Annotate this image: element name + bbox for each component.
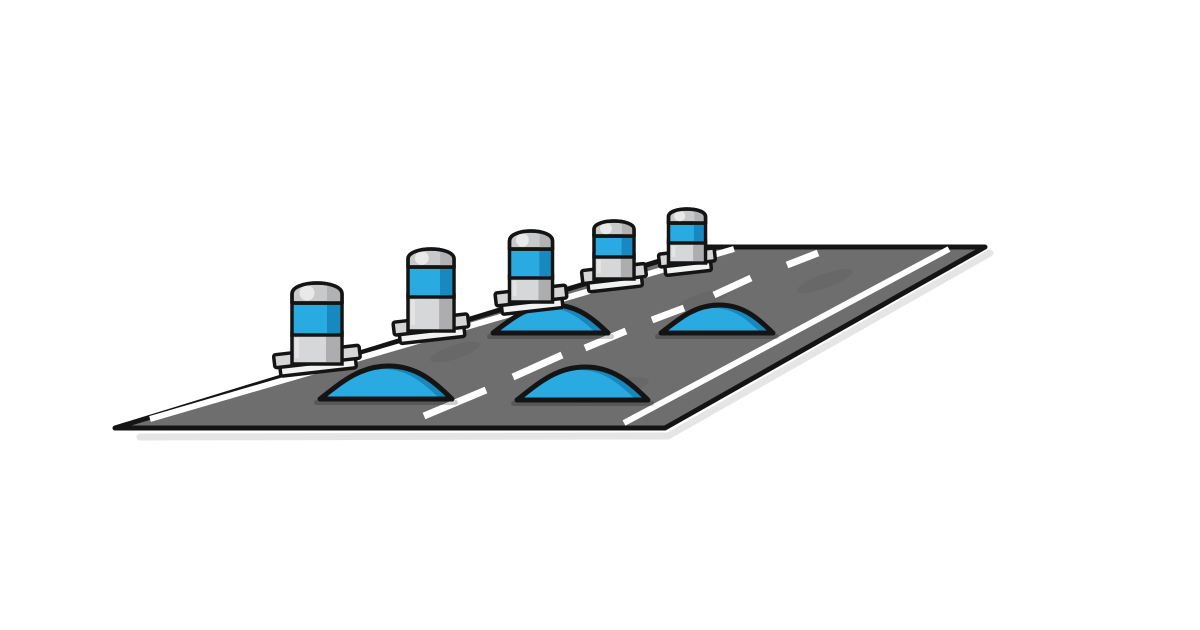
ground-shadow bbox=[136, 249, 994, 441]
post-cap-outline bbox=[290, 281, 344, 305]
post-blue-shade bbox=[539, 251, 551, 276]
lane-dash bbox=[650, 304, 686, 324]
post-body-highlight bbox=[512, 281, 517, 296]
post-cap-highlight bbox=[674, 210, 686, 222]
post-body-shade bbox=[693, 243, 704, 261]
post-body-highlight bbox=[295, 338, 299, 358]
post-cap-highlight bbox=[299, 285, 315, 301]
bump-outline bbox=[514, 364, 651, 403]
lane-dash bbox=[712, 274, 753, 299]
bollard-1 bbox=[271, 281, 362, 378]
post-cap-outline bbox=[507, 229, 555, 251]
post-cap-outline bbox=[666, 207, 708, 225]
bump-outline bbox=[317, 363, 455, 402]
post-blue-shade bbox=[621, 238, 632, 255]
bollard-3 bbox=[493, 229, 569, 316]
bump-fill bbox=[663, 308, 759, 331]
lane-dash bbox=[583, 327, 628, 352]
asphalt-smudge bbox=[796, 268, 854, 294]
asphalt-smudge bbox=[430, 341, 480, 363]
bollard-5 bbox=[656, 207, 718, 278]
post-blue-shade bbox=[440, 269, 452, 295]
bump-fill bbox=[519, 370, 634, 398]
bump-fill bbox=[495, 308, 594, 331]
right-edge-line bbox=[622, 246, 951, 426]
bump-fill bbox=[322, 369, 438, 397]
post-body-highlight bbox=[597, 260, 601, 273]
post-cap-highlight bbox=[515, 233, 529, 247]
lane-dash bbox=[785, 249, 820, 269]
speed-bump-near-right bbox=[511, 364, 654, 406]
post-cap-highlight bbox=[414, 251, 429, 265]
post-body-shade bbox=[326, 335, 340, 362]
post-blue-shade bbox=[327, 305, 340, 333]
post-cap-outline bbox=[406, 247, 456, 269]
speed-bump-far-right bbox=[655, 302, 779, 339]
bump-outline bbox=[658, 302, 776, 336]
speed-bump-near-left bbox=[314, 363, 458, 405]
post-body-shade bbox=[538, 278, 551, 300]
post-cap-outline bbox=[592, 219, 636, 238]
bollard-4 bbox=[579, 219, 649, 294]
post-body-shade bbox=[439, 297, 452, 329]
bollard-2 bbox=[391, 247, 471, 346]
post-body-highlight bbox=[411, 300, 415, 325]
lane-dash bbox=[422, 386, 488, 420]
post-cap-highlight bbox=[600, 222, 612, 235]
post-cap-shade bbox=[694, 209, 706, 223]
lane-dash bbox=[511, 351, 564, 381]
speed-bump-far-left bbox=[487, 302, 614, 339]
post-blue-shade bbox=[693, 225, 704, 241]
post-body-highlight bbox=[671, 246, 676, 257]
post-body-shade bbox=[620, 257, 632, 277]
